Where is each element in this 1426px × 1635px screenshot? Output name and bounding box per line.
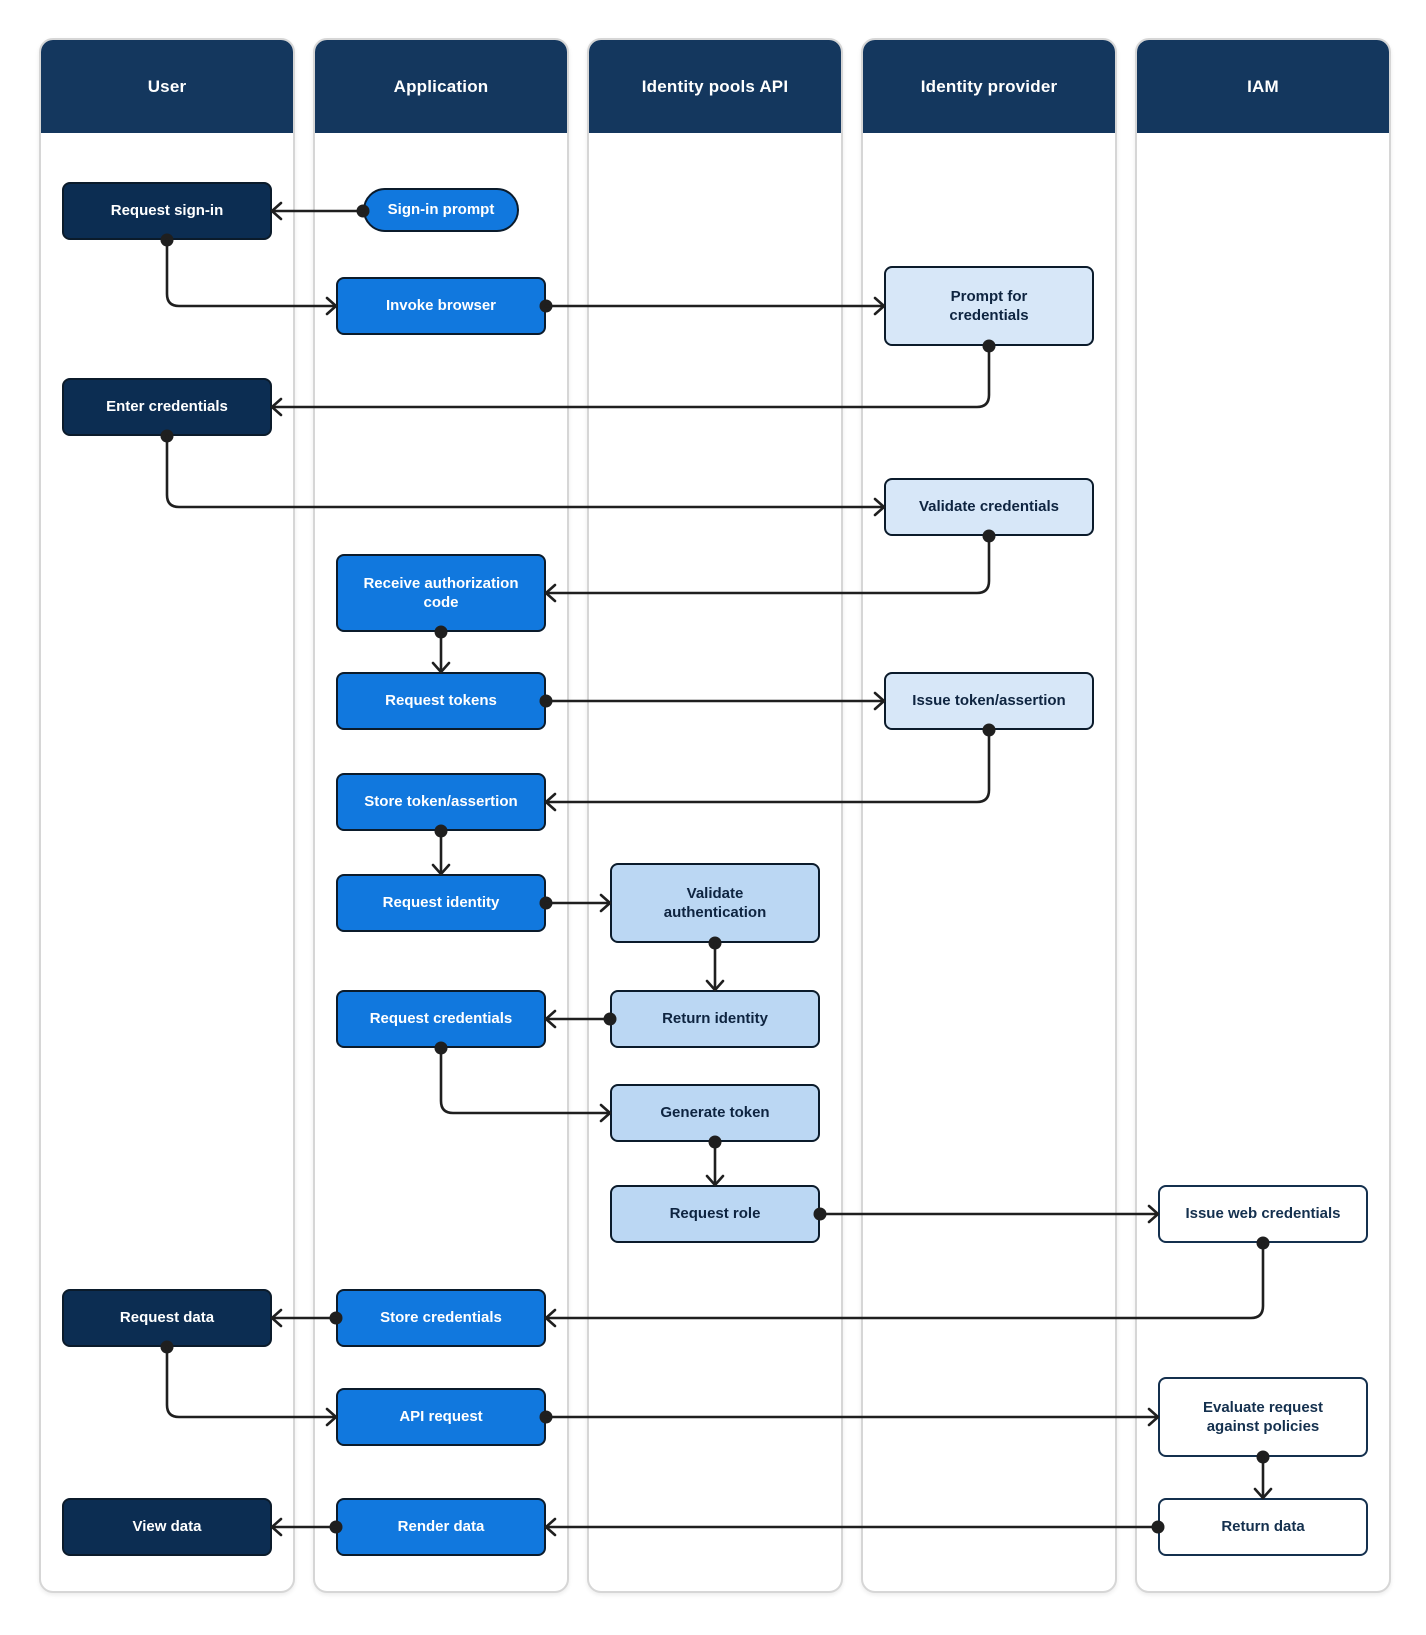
node-label: View data — [132, 1518, 202, 1536]
node-label: Issue token/assertion — [912, 692, 1066, 710]
node-issue-web-credentials: Issue web credentials — [1158, 1185, 1368, 1243]
lane-label: Application — [393, 76, 489, 96]
lane-label: Identity pools API — [641, 76, 789, 96]
node-enter-credentials: Enter credentials — [62, 378, 272, 436]
node-sign-in-prompt: Sign-in prompt — [363, 188, 519, 232]
lane-label: User — [147, 76, 187, 96]
node-label: Enter credentials — [106, 398, 228, 416]
node-request-tokens: Request tokens — [336, 672, 546, 730]
node-label: Store credentials — [380, 1309, 502, 1327]
node-store-credentials: Store credentials — [336, 1289, 546, 1347]
lane-header-user: User — [41, 40, 293, 133]
node-label: Receive authorization code — [363, 574, 519, 612]
node-request-identity: Request identity — [336, 874, 546, 932]
node-label: Request sign-in — [110, 202, 224, 220]
node-return-data: Return data — [1158, 1498, 1368, 1556]
node-label: Request tokens — [385, 692, 497, 710]
lane-identity-pools-api: Identity pools API — [587, 38, 843, 1593]
node-label: Request credentials — [369, 1010, 513, 1028]
node-view-data: View data — [62, 1498, 272, 1556]
node-validate-authentication: Validate authentication — [610, 863, 820, 943]
node-label: Request role — [669, 1205, 761, 1223]
node-validate-credentials: Validate credentials — [884, 478, 1094, 536]
node-receive-authorization-code: Receive authorization code — [336, 554, 546, 632]
node-prompt-for-credentials: Prompt for credentials — [884, 266, 1094, 346]
node-label: Validate credentials — [918, 498, 1060, 516]
node-label: Request identity — [382, 894, 500, 912]
lane-label: IAM — [1247, 76, 1279, 96]
node-label: Store token/assertion — [364, 793, 518, 811]
node-evaluate-request-against-policies: Evaluate request against policies — [1158, 1377, 1368, 1457]
node-issue-token-assertion: Issue token/assertion — [884, 672, 1094, 730]
node-label: Request data — [119, 1309, 215, 1327]
node-request-data: Request data — [62, 1289, 272, 1347]
node-generate-token: Generate token — [610, 1084, 820, 1142]
node-label: Invoke browser — [385, 297, 497, 315]
lane-header-identity-pools-api: Identity pools API — [589, 40, 841, 133]
node-label: API request — [399, 1408, 483, 1426]
lane-iam: IAM — [1135, 38, 1391, 1593]
node-label: Prompt for credentials — [949, 287, 1029, 325]
node-label: Generate token — [660, 1104, 770, 1122]
node-request-sign-in: Request sign-in — [62, 182, 272, 240]
node-label: Return data — [1221, 1518, 1305, 1536]
node-request-credentials: Request credentials — [336, 990, 546, 1048]
node-label: Validate authentication — [663, 884, 767, 922]
node-label: Return identity — [662, 1010, 768, 1028]
lane-header-iam: IAM — [1137, 40, 1389, 133]
node-label: Evaluate request against policies — [1202, 1398, 1324, 1436]
node-label: Sign-in prompt — [387, 201, 495, 219]
lane-user: User — [39, 38, 295, 1593]
node-invoke-browser: Invoke browser — [336, 277, 546, 335]
node-store-token-assertion: Store token/assertion — [336, 773, 546, 831]
lane-header-application: Application — [315, 40, 567, 133]
lane-label: Identity provider — [920, 76, 1058, 96]
node-request-role: Request role — [610, 1185, 820, 1243]
node-render-data: Render data — [336, 1498, 546, 1556]
node-api-request: API request — [336, 1388, 546, 1446]
node-label: Render data — [397, 1518, 485, 1536]
node-label: Issue web credentials — [1185, 1205, 1341, 1223]
node-return-identity: Return identity — [610, 990, 820, 1048]
lane-header-identity-provider: Identity provider — [863, 40, 1115, 133]
